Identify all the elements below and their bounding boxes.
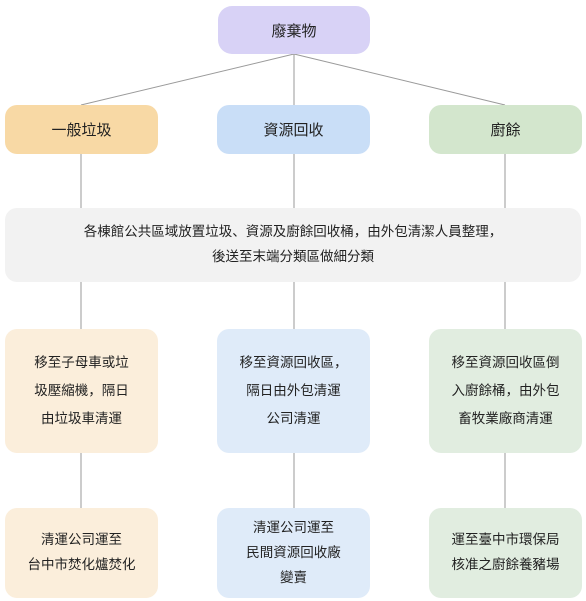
root-node-waste: 廢棄物 (218, 6, 370, 54)
step-recycling: 移至資源回收區， 隔日由外包清運 公司清運 (217, 329, 370, 453)
step-general-waste-text: 移至子母車或垃 圾壓縮機，隔日 由垃圾車清運 (34, 355, 129, 427)
final-kitchen-waste-text: 運至臺中市環保局 核准之廚餘養豬場 (451, 532, 560, 573)
step-kitchen-waste: 移至資源回收區倒 入廚餘桶，由外包 畜牧業廠商清運 (429, 329, 582, 453)
category-general-waste: 一般垃圾 (5, 105, 158, 154)
category-recycling-label: 資源回收 (263, 121, 324, 139)
category-kitchen-waste: 廚餘 (429, 105, 582, 154)
final-general-waste-text: 清運公司運至 台中市焚化爐焚化 (27, 532, 136, 573)
final-kitchen-waste: 運至臺中市環保局 核准之廚餘養豬場 (429, 508, 582, 598)
step-kitchen-waste-text: 移至資源回收區倒 入廚餘桶，由外包 畜牧業廠商清運 (451, 355, 560, 427)
category-recycling: 資源回收 (217, 105, 370, 154)
connector-root-kitchen (293, 53, 506, 106)
shared-collection-text: 各棟館公共區域放置垃圾、資源及廚餘回收桶，由外包清潔人員整理， 後送至末端分類區… (83, 224, 503, 265)
step-recycling-text: 移至資源回收區， 隔日由外包清運 公司清運 (239, 355, 348, 427)
final-general-waste: 清運公司運至 台中市焚化爐焚化 (5, 508, 158, 598)
connector-root-general (80, 53, 295, 106)
step-general-waste: 移至子母車或垃 圾壓縮機，隔日 由垃圾車清運 (5, 329, 158, 453)
final-recycling: 清運公司運至 民間資源回收廠 變賣 (217, 508, 370, 598)
category-kitchen-waste-label: 廚餘 (490, 121, 521, 139)
category-general-waste-label: 一般垃圾 (51, 121, 112, 139)
final-recycling-text: 清運公司運至 民間資源回收廠 變賣 (246, 519, 341, 586)
root-node-label: 廢棄物 (271, 21, 317, 40)
shared-collection-node: 各棟館公共區域放置垃圾、資源及廚餘回收桶，由外包清潔人員整理， 後送至末端分類區… (5, 208, 581, 282)
